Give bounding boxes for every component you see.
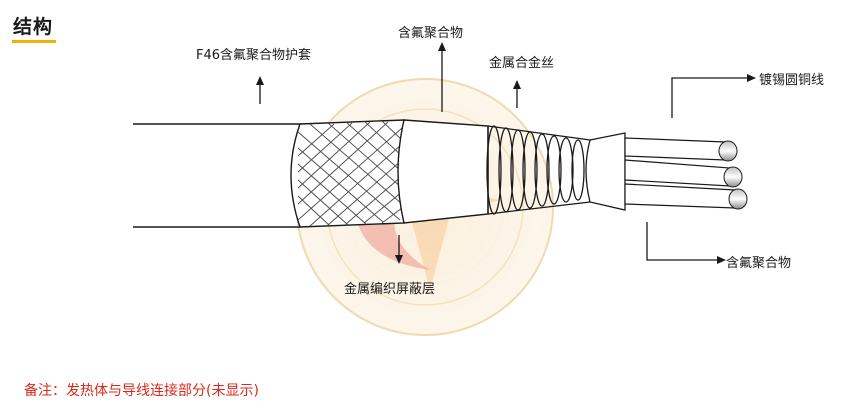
callout-arrows — [256, 42, 756, 264]
inner-insulation — [585, 132, 626, 211]
arrow-tinned-copper — [671, 74, 756, 118]
footnote: 备注：发热体与导线连接部分(未显示) — [24, 383, 259, 399]
label-braid-shield: 金属编织屏蔽层 — [344, 282, 436, 297]
fluoropolymer-layer — [397, 119, 489, 224]
label-tinned-copper: 镀锡圆铜线 — [759, 73, 825, 88]
braid-shield — [290, 119, 405, 228]
outer-jacket — [133, 123, 300, 228]
conductor-middle — [624, 159, 743, 188]
label-jacket: F46含氟聚合物护套 — [196, 48, 312, 63]
conductor-bottom — [624, 183, 748, 210]
section-title: 结构 — [13, 16, 54, 38]
conductor-top — [624, 137, 738, 162]
arrow-fluoropolymer-inner — [646, 222, 726, 264]
title-underline — [12, 40, 56, 43]
alloy-wire-spiral — [486, 125, 591, 215]
conductors — [624, 137, 748, 210]
label-fluoropolymer-outer: 含氟聚合物 — [398, 26, 464, 41]
label-metal-alloy-wire: 金属合金丝 — [489, 56, 555, 71]
label-fluoropolymer-inner: 含氟聚合物 — [726, 256, 792, 271]
